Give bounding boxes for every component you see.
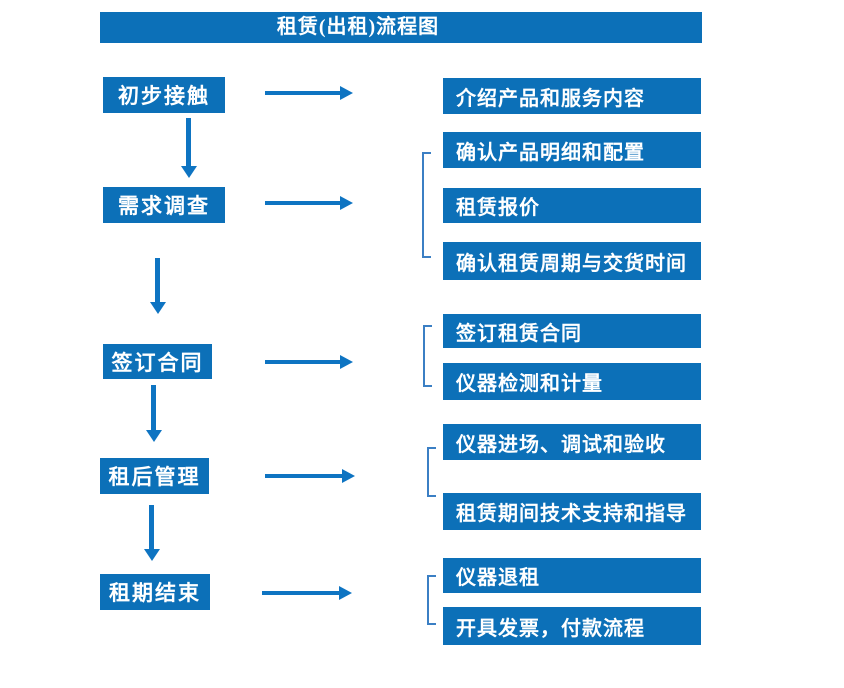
arrow-shaft [262,591,340,595]
stage-box-lease-end: 租期结束 [100,574,210,610]
group-bracket [427,575,436,625]
detail-box-confirm-rental-period: 确认租赁周期与交货时间 [443,242,701,280]
detail-box-sign-rental-contract: 签订租赁合同 [443,314,701,348]
arrow-head [340,86,353,100]
detail-box-instrument-return: 仪器退租 [443,558,701,593]
arrow-head [144,549,160,561]
detail-box-technical-support: 租赁期间技术支持和指导 [443,493,701,530]
arrow-right-icon [265,355,353,369]
stage-box-sign-contract: 签订合同 [103,344,212,379]
arrow-shaft [265,360,341,364]
arrow-down-icon [146,385,162,442]
arrow-shaft [151,385,156,431]
group-bracket [423,325,432,387]
detail-box-instrument-setup-acceptance: 仪器进场、调试和验收 [443,424,701,460]
flowchart-title: 租赁(出租)流程图 [100,12,702,43]
arrow-down-icon [144,505,160,561]
detail-box-confirm-product-details: 确认产品明细和配置 [443,132,701,168]
arrow-shaft [265,201,341,205]
arrow-down-icon [181,118,197,178]
arrow-head [339,586,352,600]
arrow-right-icon [265,469,355,483]
arrow-shaft [265,474,343,478]
arrow-shaft [186,118,191,167]
detail-box-rental-quote: 租赁报价 [443,188,701,223]
detail-box-introduce-products: 介绍产品和服务内容 [443,78,701,114]
group-bracket [422,152,431,258]
stage-box-initial-contact: 初步接触 [103,77,225,113]
arrow-down-icon [150,258,166,314]
arrow-head [146,430,162,442]
arrow-right-icon [262,586,352,600]
stage-box-post-rental-management: 租后管理 [100,458,209,494]
detail-box-invoice-payment: 开具发票，付款流程 [443,607,701,645]
arrow-head [340,355,353,369]
arrow-shaft [265,91,341,95]
arrow-head [150,302,166,314]
detail-box-instrument-testing: 仪器检测和计量 [443,363,701,400]
arrow-right-icon [265,86,353,100]
arrow-head [342,469,355,483]
group-bracket [427,447,436,497]
arrow-head [340,196,353,210]
arrow-shaft [155,258,160,303]
arrow-right-icon [265,196,353,210]
stage-box-demand-survey: 需求调查 [103,187,225,223]
arrow-shaft [149,505,154,550]
arrow-head [181,166,197,178]
